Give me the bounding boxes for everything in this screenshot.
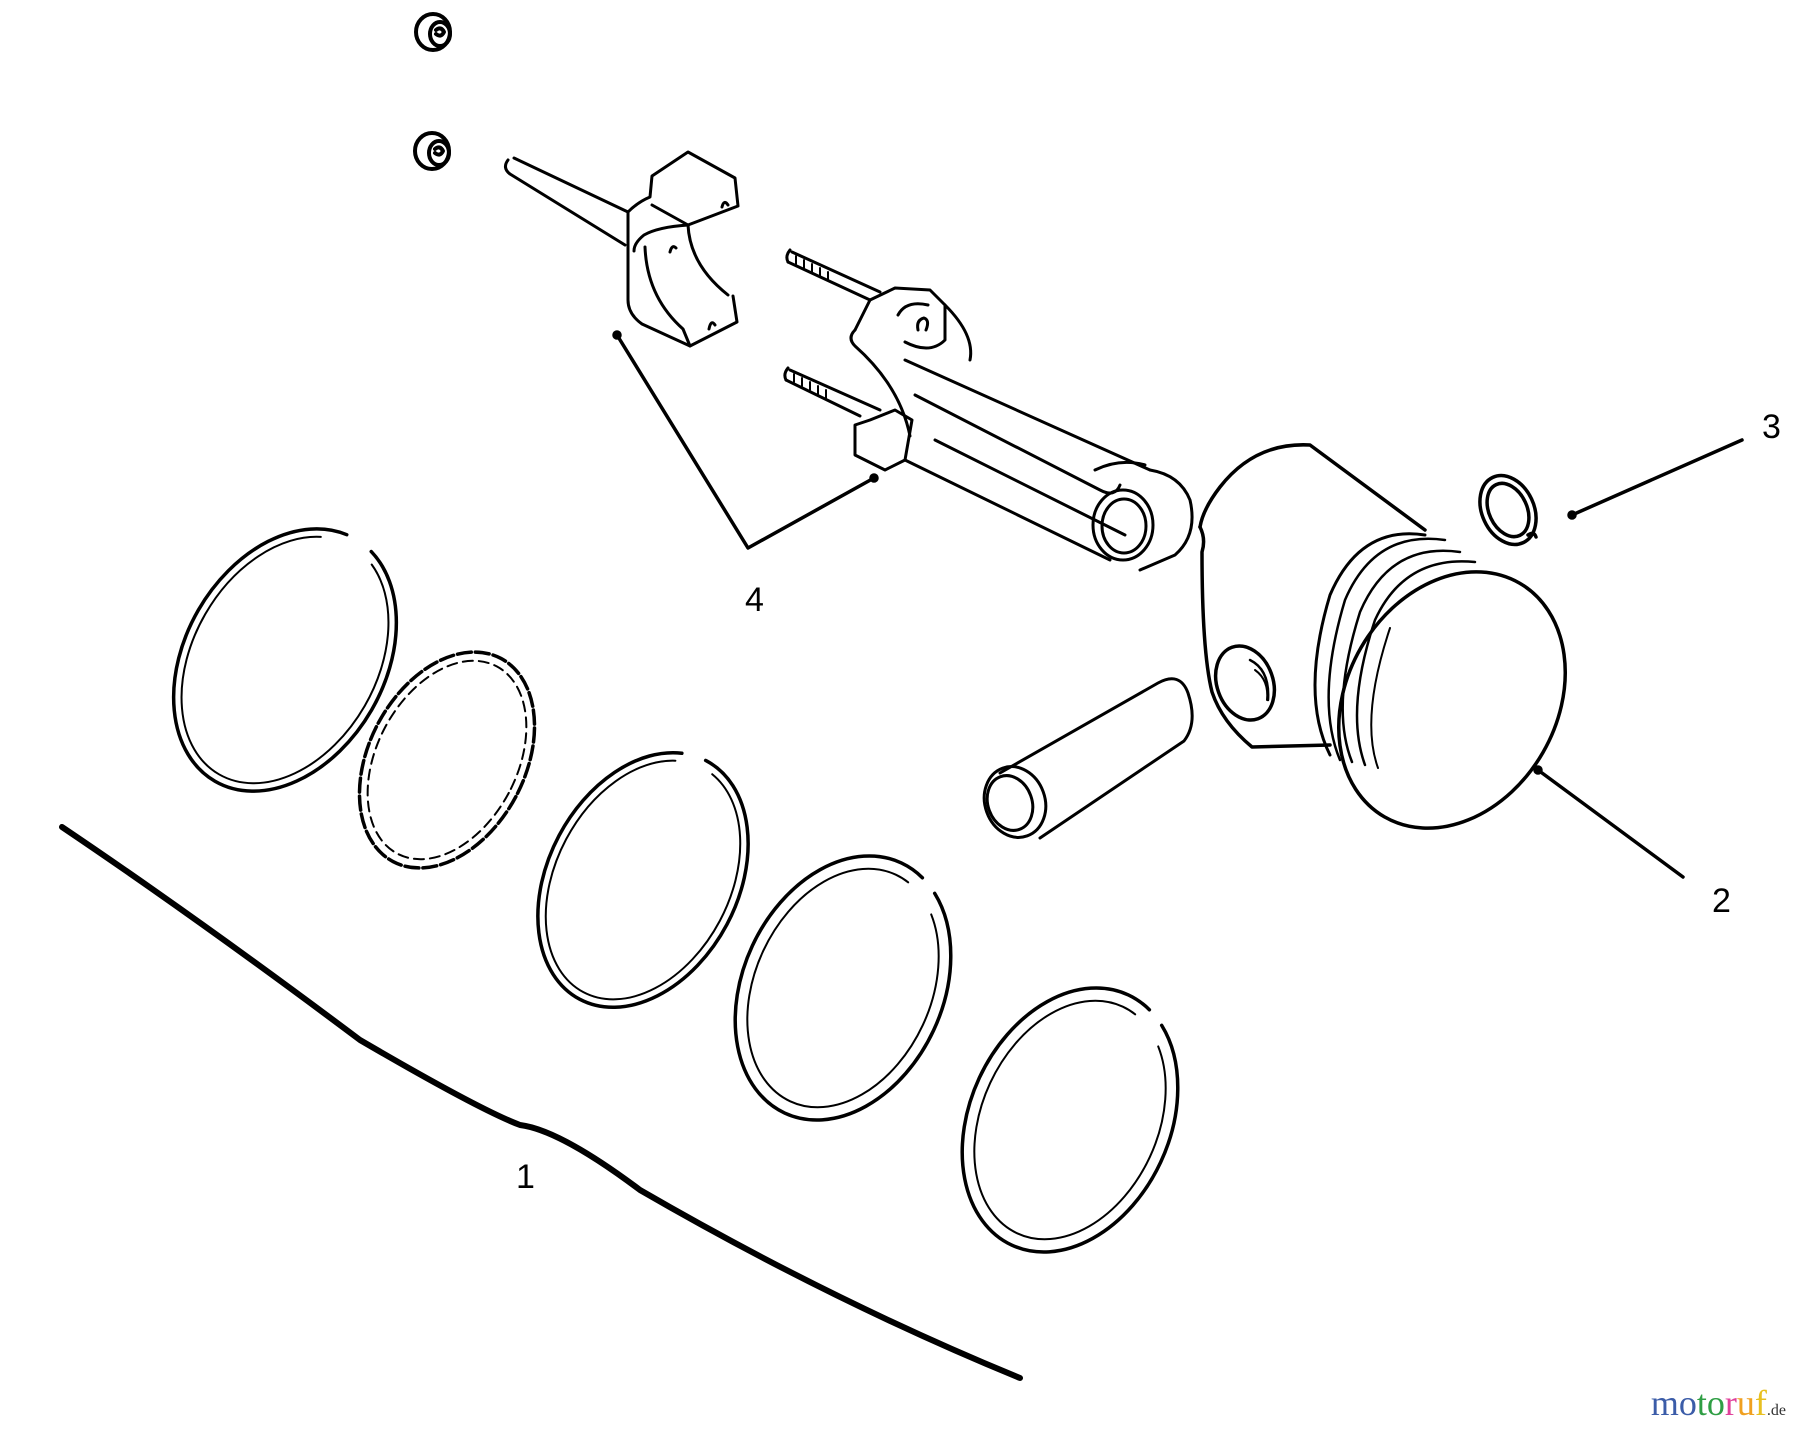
wm-letter: o [1678,1383,1697,1423]
callout-3: 3 [1762,408,1781,446]
wm-letter: f [1754,1383,1767,1423]
connecting-rod-icon [783,248,1194,572]
watermark-logo: motoruf.de [1651,1382,1786,1424]
nut-top-icon [414,12,452,52]
ring-2-expander-icon [357,650,537,870]
ring-5-icon [960,986,1180,1254]
wm-letter: o [1706,1383,1725,1423]
wm-letter: m [1650,1383,1679,1423]
callout-2: 2 [1712,882,1731,920]
leader-line-4 [612,330,879,550]
leader-line-3 [1567,438,1744,520]
callout-4: 4 [745,581,764,619]
nut-bottom-icon [413,131,451,171]
ring-1-icon [171,527,399,793]
rod-cap-icon [503,150,740,348]
piston-icon [1198,443,1567,830]
piston-pin-icon [982,677,1194,840]
wm-letter: u [1736,1383,1755,1423]
ring-4-icon [733,854,953,1122]
circlip-icon [1478,473,1538,547]
ring-3-icon [536,750,750,1010]
wm-letter: t [1696,1383,1707,1423]
callout-1: 1 [516,1158,535,1196]
wm-letter: r [1724,1383,1737,1423]
leader-line-2 [1533,765,1685,879]
wm-tld: .de [1766,1402,1786,1419]
ring-set-brace [59,824,1023,1381]
